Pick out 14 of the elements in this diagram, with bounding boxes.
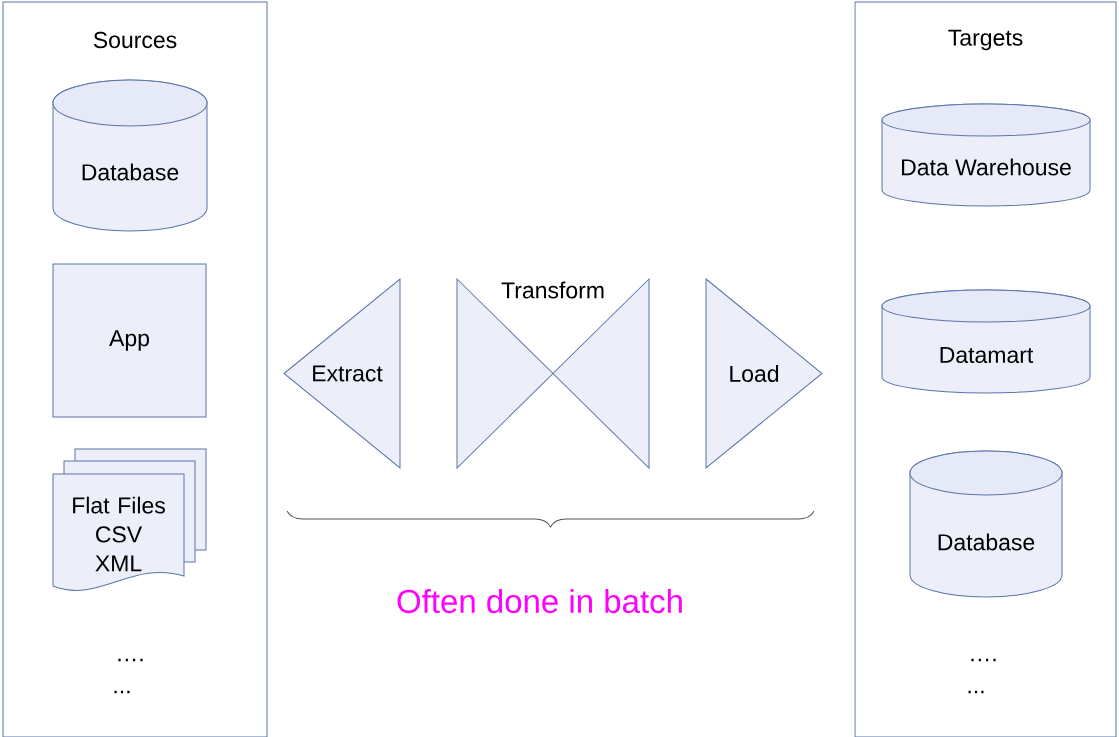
ellipsis: …. xyxy=(118,658,143,662)
bowtie: Transform xyxy=(456,278,650,469)
ellipsis: ... xyxy=(968,690,984,694)
cylinder: Database xyxy=(52,79,208,232)
cylinder: Datamart xyxy=(881,289,1091,394)
triangle: Extract xyxy=(283,278,401,469)
note: Often done in batch xyxy=(397,588,682,614)
document-stack: Flat Files CSV XML xyxy=(52,448,207,591)
cylinder: Database xyxy=(909,450,1063,598)
app-box: App xyxy=(52,263,207,418)
ellipsis: …. xyxy=(971,658,996,662)
ellipsis: ... xyxy=(114,690,130,694)
triangle: Load xyxy=(705,278,823,469)
cylinder: Data Warehouse xyxy=(881,103,1091,207)
